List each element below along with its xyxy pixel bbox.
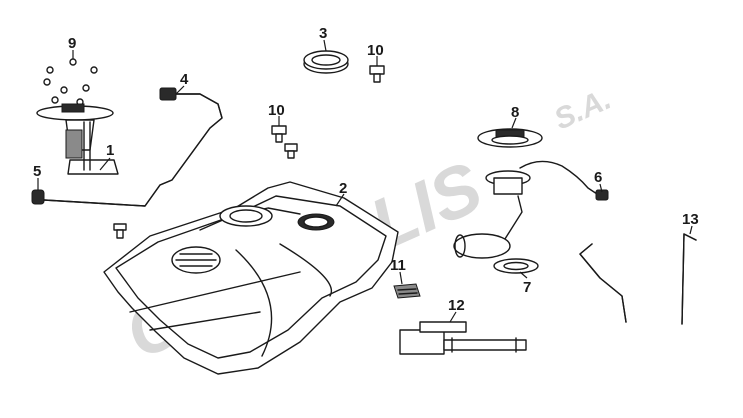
part-9-screws [43, 58, 98, 106]
callout-2: 2 [339, 180, 347, 197]
leader-11 [399, 271, 403, 285]
callout-3: 3 [319, 25, 327, 42]
part-10-bolt-top [369, 65, 385, 83]
part-bent-rod [579, 243, 627, 323]
callout-10b: 10 [268, 102, 285, 119]
callout-9: 9 [68, 35, 76, 52]
part-4-fuel-hose [43, 87, 223, 207]
callout-11: 11 [390, 257, 406, 274]
callout-12: 12 [448, 297, 465, 314]
watermark-suffix: S.A. [549, 83, 616, 137]
callout-labels: 1 2 3 4 5 6 7 8 9 10 10 11 12 13 [33, 25, 699, 314]
leader-1 [99, 157, 111, 171]
leader-3 [323, 39, 327, 52]
part-12-canister [399, 321, 527, 355]
part-bolt-loose [113, 223, 127, 239]
callout-5: 5 [33, 163, 41, 180]
callout-6: 6 [594, 169, 602, 186]
leader-8 [511, 117, 517, 129]
part-7-gasket [493, 258, 539, 274]
callout-7: 7 [523, 279, 531, 296]
leader-12 [449, 311, 457, 323]
callout-10a: 10 [367, 42, 384, 59]
callout-4: 4 [180, 71, 189, 88]
callout-13: 13 [682, 211, 699, 228]
part-2-fuel-tank [103, 181, 399, 375]
part-1-fuel-pump [36, 103, 119, 175]
leader-6 [599, 183, 603, 193]
part-3-seal-ring [303, 50, 349, 74]
part-11-label [393, 283, 421, 299]
callout-8: 8 [511, 104, 519, 121]
leader-7 [519, 271, 528, 279]
callout-1: 1 [106, 142, 114, 159]
leader-2 [335, 193, 345, 207]
part-10-bolts-mid [271, 125, 298, 159]
leader-13 [689, 225, 693, 235]
part-8-lock-ring [477, 128, 543, 148]
part-5-connector [31, 189, 45, 205]
part-13-pipe [681, 233, 697, 325]
leader-4 [175, 85, 185, 95]
part-6-fuel-sender [453, 160, 609, 259]
